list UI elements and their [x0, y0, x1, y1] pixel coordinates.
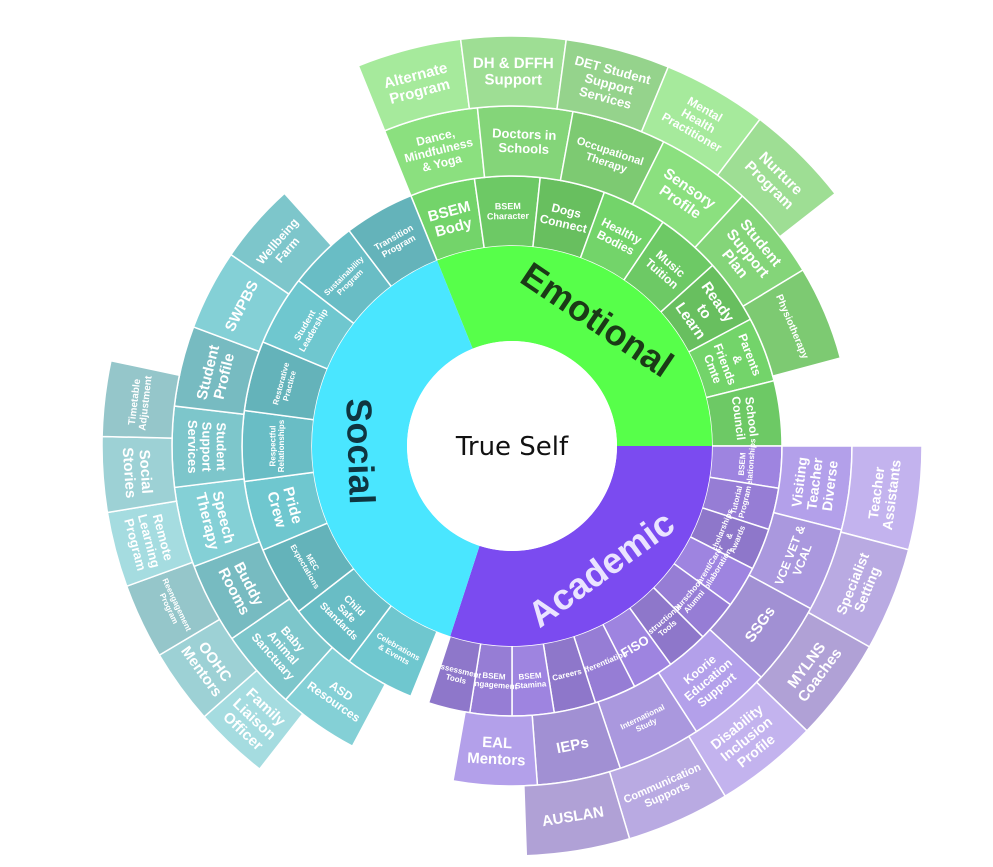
- social-inner-label-pride-crew: PrideCrew: [263, 485, 305, 530]
- academic-middle-label-eal-mentors: EALMentors: [467, 733, 527, 769]
- social-middle-segment-wellbeing-farm: [229, 192, 333, 296]
- social-outer-label-social-stories: SocialStories: [119, 446, 156, 499]
- academic-outer-segment-auslan: [523, 770, 631, 857]
- emotional-middle-segment-physiotherapy: [742, 269, 842, 378]
- academic-middle-label-ieps: IEPs: [555, 734, 590, 757]
- center-label: True Self: [455, 432, 569, 462]
- academic-middle-segment-eal-mentors: [452, 711, 539, 787]
- emotional-inner-label-school-council: SchoolCouncil: [729, 394, 761, 441]
- social-outer-segment-timetable-adjustment: [101, 359, 181, 439]
- core-label-social: Social: [338, 398, 383, 505]
- core-segment-social: [311, 260, 480, 637]
- core-segment-academic: [450, 446, 712, 646]
- emotional-inner-label-bsem-character: BSEMCharacter: [487, 201, 530, 222]
- center-hole: [407, 341, 617, 551]
- social-middle-label-student-support-services: StudentSupportServices: [185, 420, 229, 474]
- core-segment-emotional: [437, 245, 712, 446]
- academic-inner-label-bsem-stamina: BSEMStamina: [514, 670, 547, 690]
- academic-inner-label-bsem-relationships: BSEMRelationships: [736, 437, 758, 491]
- academic-inner-label-bsem-engagement: BSEMEngagement: [469, 670, 519, 692]
- social-inner-label-respectful-relationships: RespectfulRelationships: [268, 419, 286, 472]
- emotional-middle-label-doctors-in-schools: Doctors inSchools: [491, 125, 556, 157]
- emotional-outer-segment-nurture-program: [716, 118, 837, 238]
- emotional-outer-label-det-student-support-services: DET StudentSupportServices: [566, 53, 653, 116]
- academic-middle-label-visiting-teacher-diverse: VisitingTeacherDiverse: [788, 454, 841, 513]
